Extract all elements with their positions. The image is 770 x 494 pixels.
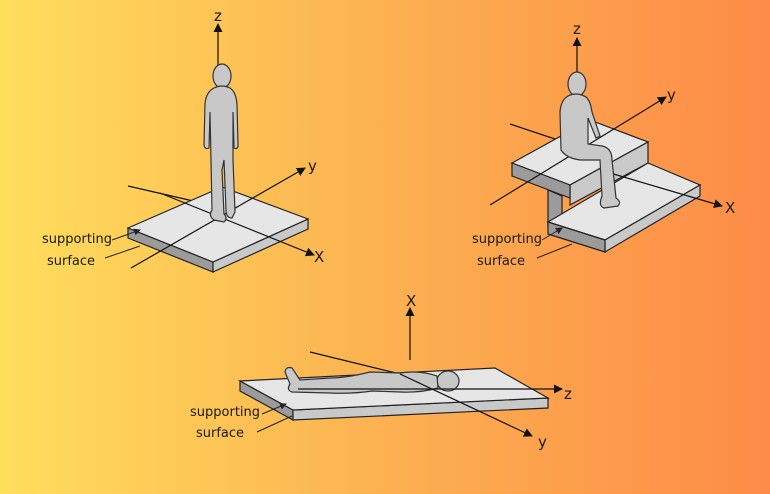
lying-posture: X z y supporting surface (190, 292, 572, 451)
lying-y-axis-back (309, 351, 401, 375)
sitting-y-label: y (667, 86, 676, 104)
standing-x-label: X (314, 248, 324, 266)
lying-body (284, 366, 439, 394)
lying-head (436, 370, 460, 392)
standing-body (203, 85, 239, 223)
lying-figure (284, 366, 460, 394)
sitting-z-label: z (573, 20, 581, 38)
standing-surface-label-line2: surface (47, 254, 95, 269)
lying-y-axis (399, 373, 533, 437)
standing-surface-label-line1: supporting (42, 232, 112, 247)
standing-leader-line-2 (104, 245, 141, 259)
lying-surface-label-line1: supporting (190, 405, 260, 420)
sitting-leader-line (541, 227, 563, 241)
sitting-surface-label-line1: supporting (472, 232, 542, 247)
sitting-posture: z y X supporting surface (472, 20, 735, 269)
sitting-x-axis (599, 169, 723, 209)
sitting-surface-label-line2: surface (477, 254, 525, 269)
standing-leader-line (111, 228, 141, 241)
sitting-step-left (511, 162, 571, 199)
lying-leader-line-2 (256, 415, 293, 433)
standing-z-label: z (214, 7, 222, 25)
standing-y-label: y (308, 157, 317, 175)
lying-surface-label-line2: surface (196, 426, 244, 441)
sitting-body (559, 93, 621, 209)
sitting-figure (559, 71, 621, 209)
lying-leader-line (261, 403, 287, 415)
lying-y-label: y (538, 433, 547, 451)
lying-x-label: X (406, 292, 416, 310)
lying-z-label: z (564, 385, 572, 403)
sitting-head (567, 71, 587, 97)
sitting-leader-line-2 (536, 243, 573, 259)
standing-head (212, 63, 232, 89)
standing-posture: z y X supporting surface (42, 7, 324, 273)
standing-x-axis (159, 192, 315, 257)
sitting-x-label: X (725, 199, 735, 217)
standing-figure (203, 63, 239, 223)
